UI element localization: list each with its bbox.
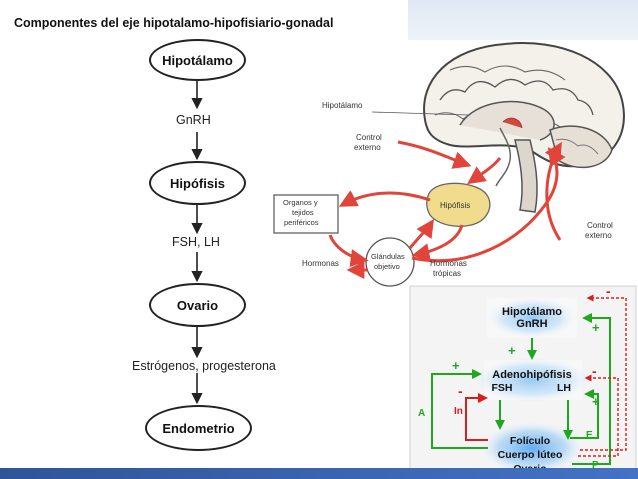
fb-loop-P (572, 313, 611, 465)
fb-label-cuerpo: Cuerpo lúteo (498, 449, 563, 461)
arrow-control-externo-1 (397, 140, 472, 169)
fb-loop-E (570, 389, 599, 439)
edge-label-gnrh: GnRH (176, 113, 211, 127)
brain-label-glandulas-2: objetivo (374, 262, 400, 271)
fb-label-lh: LH (557, 382, 571, 394)
fb-plus-1: + (508, 343, 516, 358)
arrow-hipofisis-organos (338, 190, 431, 207)
fb-minus-2: - (592, 363, 597, 379)
arrow-feedback-long (411, 147, 566, 263)
edge-label-fsh-lh: FSH, LH (172, 235, 220, 249)
glow-hipotalamo (484, 296, 580, 340)
organos-box (273, 194, 339, 234)
footer-accent-band (0, 468, 638, 479)
fb-label-fsh: FSH (492, 382, 513, 394)
fb-dash-outer (580, 294, 627, 451)
fb-loop-A (431, 369, 488, 449)
brain-illustration (423, 42, 625, 213)
fb-plus-2: + (452, 358, 460, 373)
brain-label-control-externo-2b: externo (585, 231, 612, 240)
brain-label-organos-3: periféricos (284, 218, 319, 227)
fb-label-In: In (454, 406, 463, 417)
brain-label-hormonas-tropicas-2: trópicas (433, 269, 461, 278)
brain-label-hipofisis: Hipófisis (440, 201, 470, 210)
glow-ovario (477, 420, 587, 476)
fb-minus-3: - (458, 383, 463, 399)
arrow-control-externo-2 (544, 141, 562, 241)
arrow-glandulas-hipofisis (408, 219, 434, 249)
node-endometrio: Endometrio (145, 405, 252, 451)
brain-label-control-externo-1b: externo (354, 143, 381, 152)
fb-label-hipotalamo: Hipotálamo (502, 306, 562, 318)
brain-label-hipotalamo: Hipotálamo (322, 101, 363, 110)
fb-plus-4: + (592, 394, 600, 409)
fb-label-A: A (418, 408, 425, 419)
hipofisis-gland (426, 182, 491, 227)
arrow-hipofisis-glandulas (411, 224, 464, 261)
brain-label-organos-1: Organos y (283, 198, 318, 207)
brain-label-control-externo-2a: Control (587, 221, 613, 230)
brain-label-glandulas-1: Glándulas (371, 252, 405, 261)
brain-label-hormonas-tropicas-1: Hormonas (430, 259, 467, 268)
edge-label-estrogenos: Estrógenos, progesterona (132, 359, 276, 373)
brain-label-organos-2: tejidos (292, 208, 314, 217)
fb-label-E: E (586, 430, 593, 441)
node-hipotalamo: Hipotálamo (149, 39, 246, 81)
fb-label-gnrh: GnRH (516, 318, 547, 330)
fb-label-foliculo: Folículo (510, 435, 550, 447)
brain-label-hormonas: Hormonas (302, 259, 339, 268)
node-ovario: Ovario (149, 283, 246, 327)
fb-label-P: P (592, 460, 599, 471)
brain-label-control-externo-1a: Control (356, 133, 382, 142)
fb-label-adeno: Adenohipófisis (492, 369, 571, 381)
arrow-organos-glandulas (328, 234, 369, 268)
fb-dash-inner (578, 374, 619, 457)
fb-minus-1: - (606, 283, 611, 299)
glow-adeno (470, 356, 594, 404)
fb-plus-3: + (592, 320, 600, 335)
page-title: Componentes del eje hipotalamo-hipofisia… (14, 16, 334, 30)
fb-loop-In (465, 393, 488, 441)
node-hipofisis: Hipófisis (149, 161, 246, 205)
arrow-hipotalamo-hipofisis (467, 157, 502, 185)
header-accent-band (408, 0, 638, 40)
